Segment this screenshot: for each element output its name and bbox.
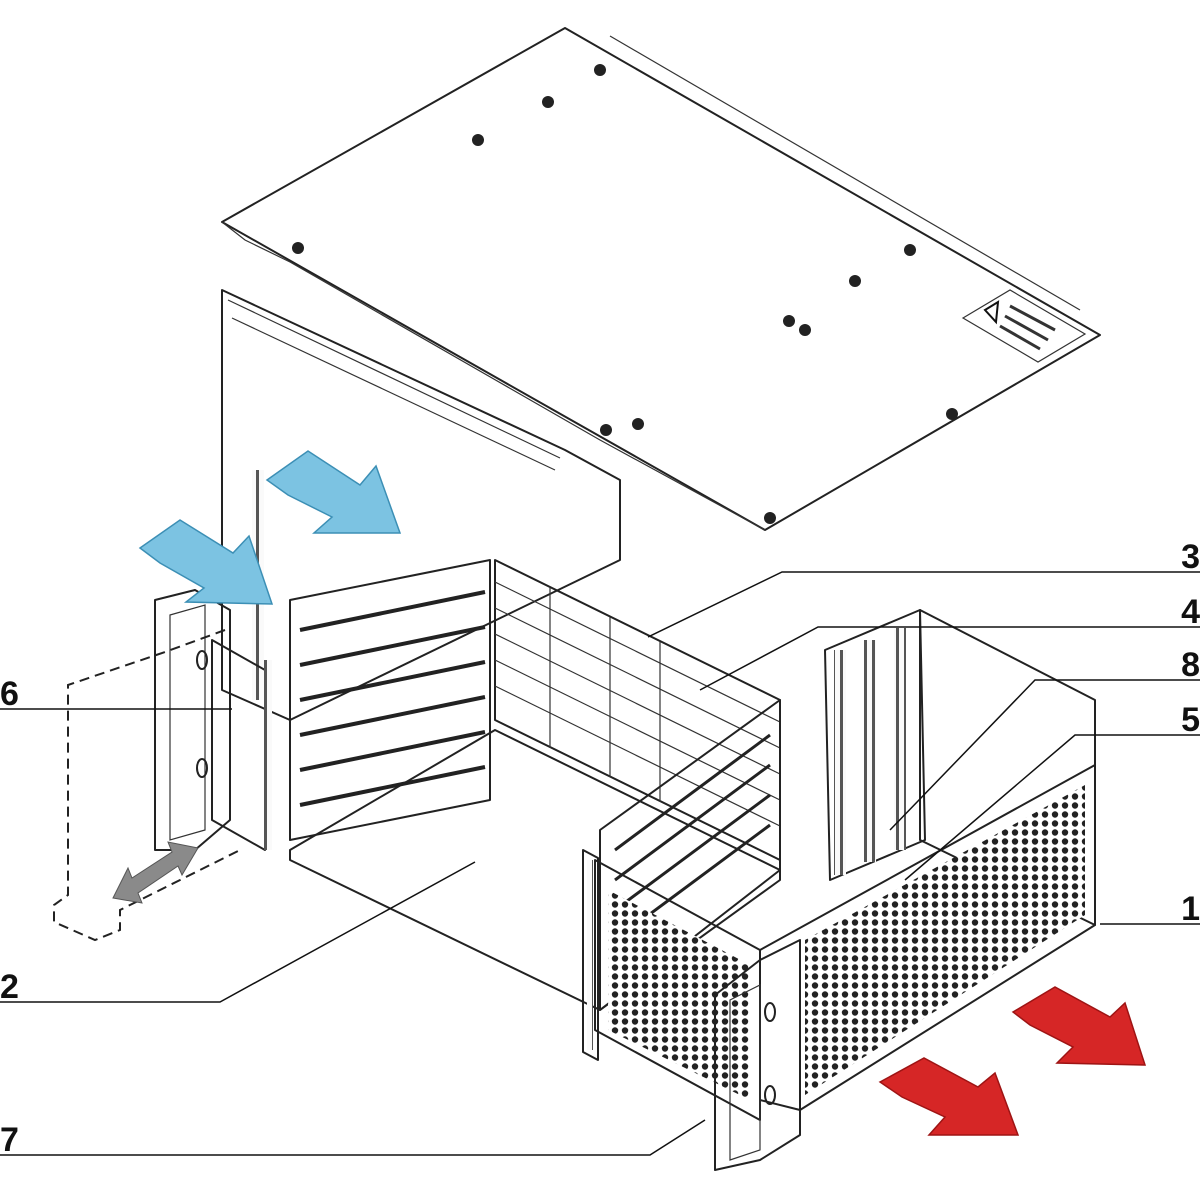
front-perforated-face — [594, 859, 761, 1121]
rack-ear-dashed-outline — [53, 629, 241, 942]
cover-screw — [292, 64, 958, 524]
callout-1: 1 — [1181, 890, 1200, 928]
card-guides-left — [289, 559, 491, 841]
rear-connector-rack — [824, 609, 926, 881]
leader-lines — [0, 571, 1200, 1156]
svg-text:4: 4 — [1181, 593, 1200, 631]
airflow-exhaust-arrow-icon — [878, 986, 1147, 1136]
svg-text:1: 1 — [1181, 890, 1200, 928]
left-front-panel — [211, 639, 272, 851]
svg-text:8: 8 — [1181, 646, 1200, 684]
card-slot-area — [494, 559, 781, 861]
double-arrow-icon — [112, 841, 199, 904]
callout-5: 5 — [1181, 701, 1200, 739]
svg-text:6: 6 — [0, 675, 19, 713]
high-voltage-warning-icon — [983, 300, 1000, 325]
callout-8: 8 — [1181, 646, 1200, 684]
callout-2: 2 — [0, 968, 19, 1006]
callout-4: 4 — [1181, 593, 1200, 631]
svg-text:2: 2 — [0, 968, 19, 1006]
svg-text:3: 3 — [1181, 538, 1200, 576]
front-edge-strip — [582, 849, 599, 1061]
callout-7: 7 — [0, 1121, 19, 1159]
callout-3: 3 — [1181, 538, 1200, 576]
warning-label — [961, 289, 1087, 363]
svg-text:7: 7 — [0, 1121, 19, 1159]
perforated-side-panel — [759, 764, 1096, 1111]
svg-text:5: 5 — [1181, 701, 1200, 739]
right-handle — [714, 939, 801, 1171]
top-cover — [221, 27, 1101, 531]
airflow-intake-arrow-icon — [138, 450, 402, 605]
left-handle — [154, 589, 231, 851]
chassis-left-wall — [221, 289, 621, 721]
callout-6: 6 — [0, 675, 19, 713]
